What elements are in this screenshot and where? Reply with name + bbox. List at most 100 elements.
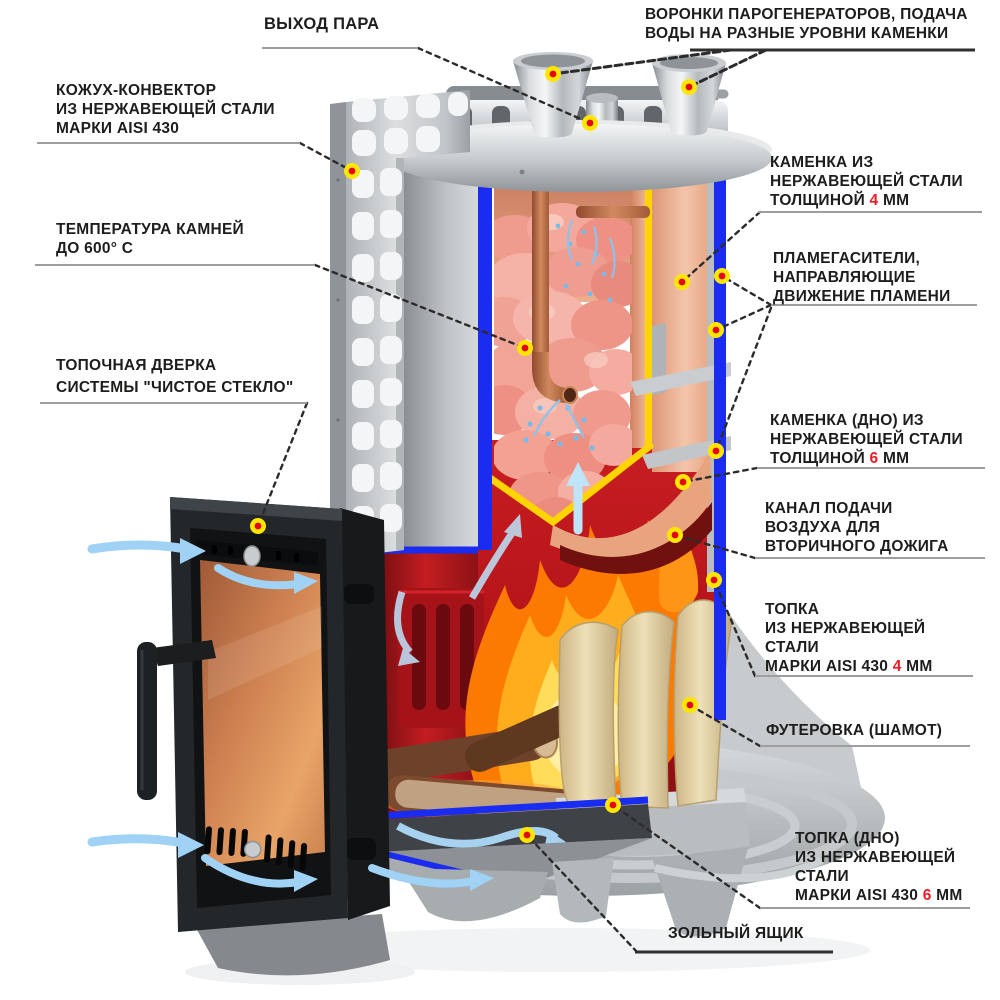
thickness-value: 4 <box>892 658 902 675</box>
label-line: СТАЛИ <box>765 639 819 656</box>
firebox-airflow-arrows <box>394 514 522 666</box>
leader-stones-temp <box>313 263 527 350</box>
marker-funnel-left <box>545 66 561 82</box>
label-line: ТОПОЧНАЯ ДВЕРКА <box>56 357 217 374</box>
steam-feed-pipe <box>532 176 578 404</box>
marker-flame-guides-3 <box>708 443 724 459</box>
label-steam-outlet: ВЫХОД ПАРА <box>264 15 379 34</box>
door-handle[interactable] <box>137 640 216 800</box>
label-line: ВОРОНКИ ПАРОГЕНЕРАТОРОВ, ПОДАЧА <box>645 6 968 23</box>
callout-underlines <box>35 47 985 954</box>
marker-air-channel <box>667 527 683 543</box>
label-convector-shell: КОЖУХ-КОНВЕКТОР ИЗ НЕРЖАВЕЮЩЕЙ СТАЛИ МАР… <box>56 81 275 138</box>
thickness-value: 6 <box>922 887 932 904</box>
airflow-arrows <box>87 538 494 892</box>
label-line: ИЗ НЕРЖАВЕЮЩЕЙ <box>795 849 956 866</box>
leader-kamenka-bottom <box>681 466 759 484</box>
marker-kamenka <box>674 274 690 290</box>
leader-lining <box>688 703 762 748</box>
firebox-floor <box>375 796 652 923</box>
label-line: ТЕМПЕРАТУРА КАМНЕЙ <box>56 221 244 238</box>
label-line: ТОПКА (ДНО) <box>795 830 900 847</box>
leader-shell <box>298 141 354 173</box>
marker-firebox <box>706 572 722 588</box>
label-line: ДО 600° C <box>56 240 134 257</box>
label-line: НЕРЖАВЕЮЩЕЙ СТАЛИ <box>770 431 963 448</box>
leader-steam-outlet <box>416 46 592 125</box>
label-line: ЗОЛЬНЫЙ ЯЩИК <box>668 925 804 942</box>
door-bottom-vents <box>204 826 308 871</box>
channel-edge <box>707 172 714 592</box>
label-line: ИЗ НЕРЖАВЕЮЩЕЙ <box>765 620 926 637</box>
kamenka-cut-edge <box>645 172 652 448</box>
door-top-bevel <box>170 497 342 521</box>
ash-airflow-arrow <box>396 822 559 848</box>
door-top-vents <box>196 540 318 567</box>
label-lining: ФУТЕРОВКА (ШАМОТ) <box>766 721 942 740</box>
label-line: КАНАЛ ПОДАЧИ <box>765 500 893 517</box>
label-line: КАМЕНКА ИЗ <box>770 154 874 171</box>
door-glass <box>200 560 325 866</box>
leader-ash-box <box>525 833 639 954</box>
label-flame-guides: ПЛАМЕГАСИТЕЛИ, НАПРАВЛЯЮЩИЕ ДВИЖЕНИЕ ПЛА… <box>773 249 951 306</box>
hinge-bottom <box>346 838 376 860</box>
marker-ash-box <box>519 827 535 843</box>
label-line: ТОПКА <box>765 601 820 618</box>
glass-reflection <box>208 606 322 700</box>
secondary-air-arrow <box>566 462 590 535</box>
label-line: МАРКИ AISI 430 4 ММ <box>765 658 933 675</box>
convector-shell <box>330 90 470 560</box>
base-airflow <box>654 856 824 883</box>
cutaway-interior <box>372 172 824 923</box>
label-line: КОЖУХ-КОНВЕКТОР <box>56 82 217 99</box>
leader-firebox <box>712 578 757 678</box>
callout-lines <box>256 46 773 954</box>
label-line: МАРКИ AISI 430 <box>56 120 180 137</box>
vent-knob-bottom <box>243 840 262 859</box>
label-line: МАРКИ AISI 430 6 ММ <box>795 887 963 904</box>
marker-stones-temp <box>517 340 533 356</box>
stove-leg-center <box>552 858 614 923</box>
leader-funnel-left <box>551 48 733 76</box>
kamenka-inner-wall <box>630 172 645 448</box>
thickness-value: 4 <box>869 192 879 209</box>
leader-air-channel <box>673 533 757 560</box>
cut-edge-left <box>478 172 492 550</box>
chamotte-lining <box>558 599 733 809</box>
marker-steam-outlet <box>582 115 598 131</box>
label-line: СИСТЕМЫ "ЧИСТОЕ СТЕКЛО" <box>56 379 294 396</box>
label-stones-temperature: ТЕМПЕРАТУРА КАМНЕЙ ДО 600° C <box>56 220 244 258</box>
marker-flame-guides-1 <box>714 268 730 284</box>
marker-flame-guides-2 <box>708 322 724 338</box>
marker-kamenka-bottom <box>675 474 691 490</box>
air-channel-casting <box>398 588 484 728</box>
firebox-door[interactable] <box>137 497 390 932</box>
air-slot <box>560 502 712 574</box>
marker-shell <box>344 163 360 179</box>
leader-kamenka <box>680 210 762 284</box>
label-air-channel: КАНАЛ ПОДАЧИ ВОЗДУХА ДЛЯ ВТОРИЧНОГО ДОЖИ… <box>765 499 949 556</box>
label-line: ВОЗДУХА ДЛЯ <box>765 519 881 536</box>
flame-channel-wall <box>652 172 707 472</box>
vent-knob-top <box>243 545 261 567</box>
marker-funnel-right <box>681 79 697 95</box>
hinge-top <box>344 584 374 604</box>
leader-door <box>256 401 309 528</box>
steam-funnel-left <box>513 52 593 138</box>
callout-markers <box>250 66 730 843</box>
leader-funnel-right <box>687 48 768 89</box>
label-line: ВЫХОД ПАРА <box>264 15 380 33</box>
top-flange <box>388 120 772 192</box>
label-line: ВТОРИЧНОГО ДОЖИГА <box>765 538 949 555</box>
upper-steam-pipe <box>576 206 650 218</box>
stove-top <box>388 52 772 192</box>
front-base <box>196 914 390 976</box>
label-ash-box: ЗОЛЬНЫЙ ЯЩИК <box>668 924 804 943</box>
label-line: ТОЛЩИНОЙ 4 ММ <box>770 192 910 209</box>
leader-flame-guides-1 <box>720 274 773 307</box>
label-line: СТАЛИ <box>795 868 849 885</box>
label-kamenka-bottom: КАМЕНКА (ДНО) ИЗ НЕРЖАВЕЮЩЕЙ СТАЛИ ТОЛЩИ… <box>770 411 963 468</box>
leader-flame-guides-3 <box>714 306 773 453</box>
